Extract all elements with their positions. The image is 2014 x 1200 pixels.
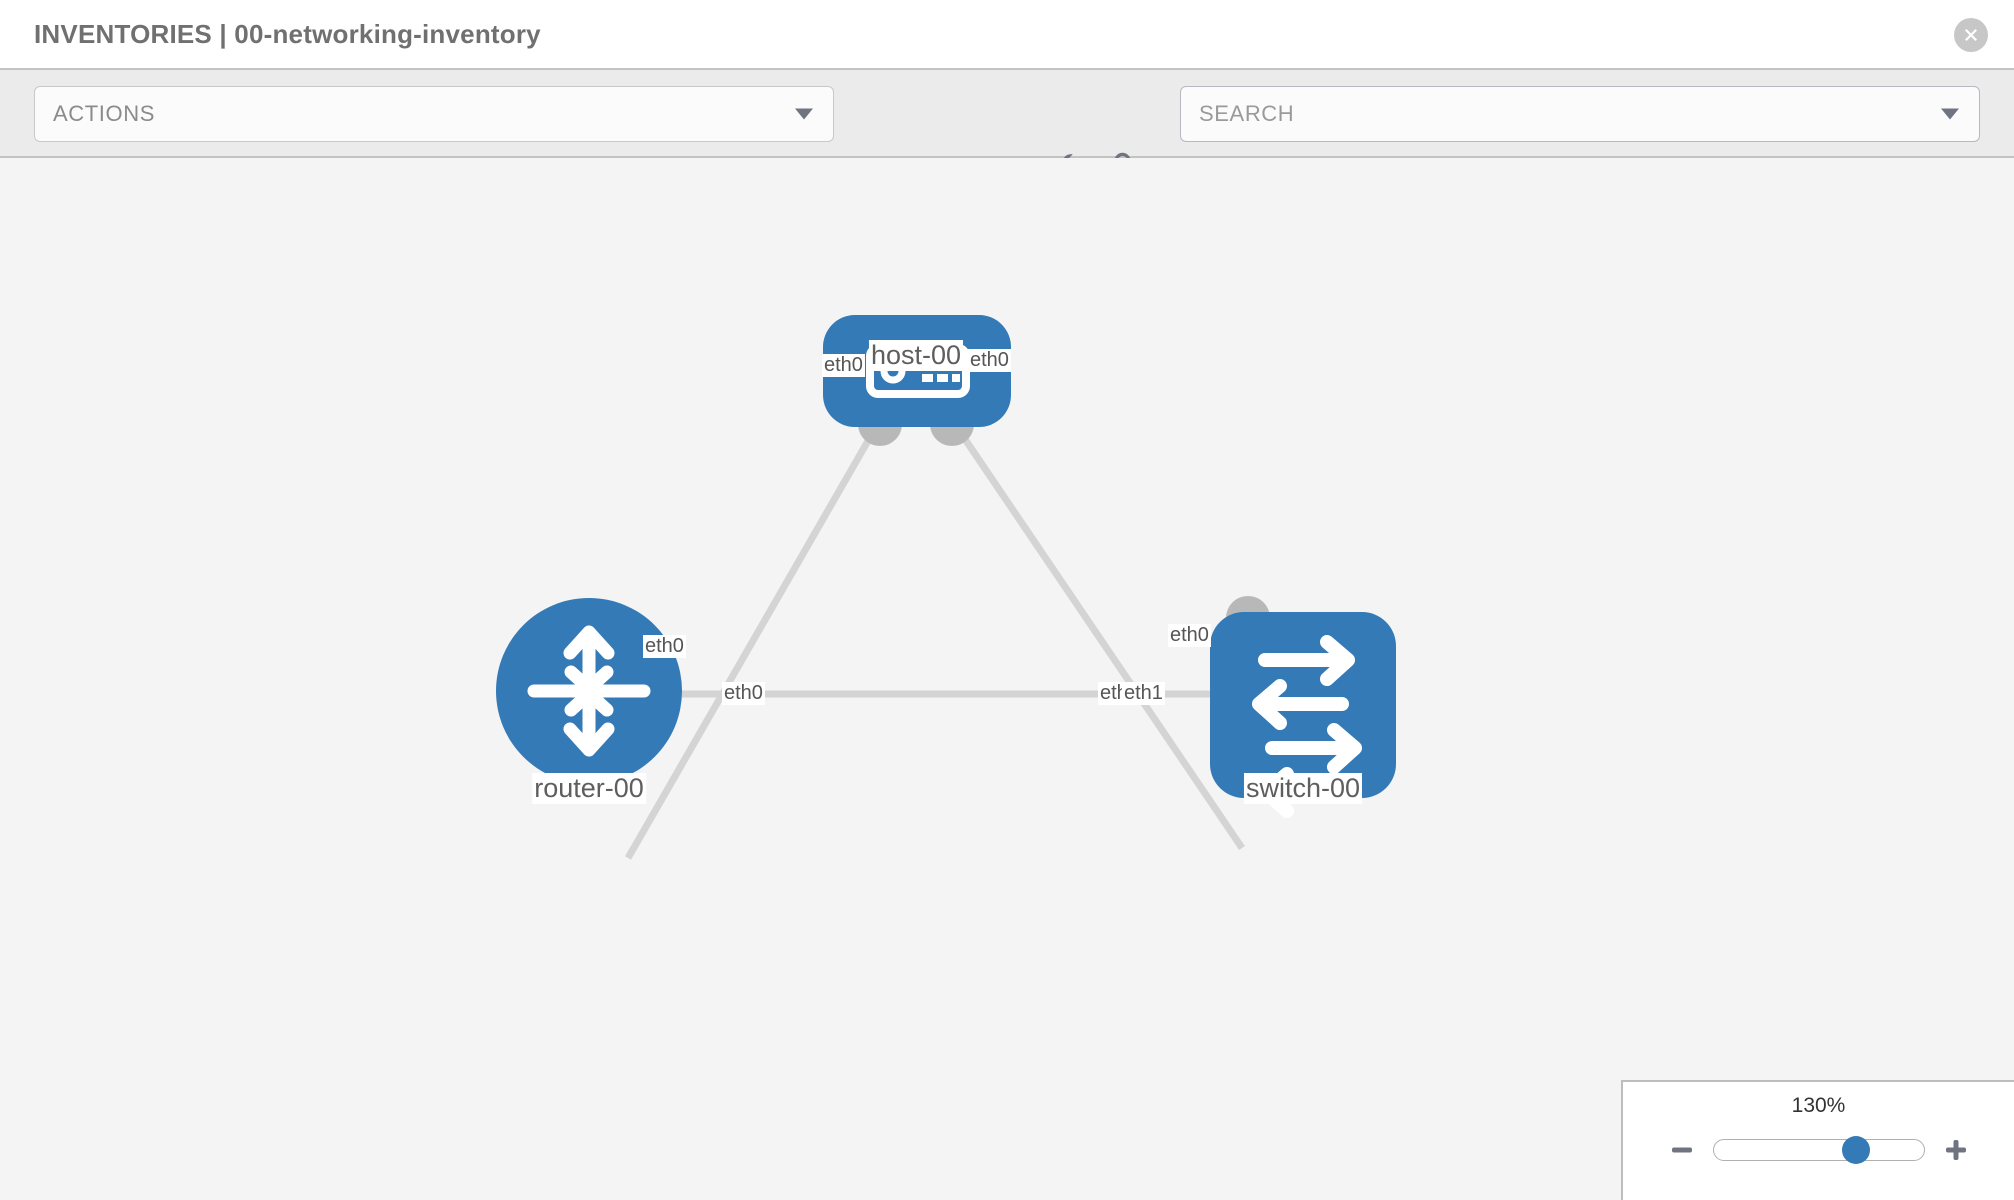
page-title: INVENTORIES | 00-networking-inventory bbox=[34, 18, 541, 49]
iface-label: eth0 bbox=[643, 635, 686, 658]
node-router-00[interactable] bbox=[496, 598, 682, 784]
node-label-router-00: router-00 bbox=[532, 773, 646, 804]
actions-dropdown-label: ACTIONS bbox=[53, 101, 155, 126]
node-label-host-00: host-00 bbox=[868, 340, 964, 371]
link-host-router bbox=[624, 418, 884, 860]
iface-label: eth1 bbox=[1122, 682, 1165, 705]
plus-icon[interactable] bbox=[1941, 1135, 1971, 1165]
iface-label: eth0 bbox=[722, 682, 765, 705]
node-label-switch-00: switch-00 bbox=[1243, 773, 1363, 804]
close-icon[interactable] bbox=[1954, 18, 1988, 52]
zoom-percent-label: 130% bbox=[1791, 1094, 1846, 1117]
search-input[interactable]: SEARCH bbox=[1180, 86, 1980, 142]
iface-label: eth0 bbox=[822, 354, 865, 377]
chevron-down-icon[interactable] bbox=[1941, 108, 1959, 120]
zoom-control-panel: 130% bbox=[1621, 1080, 2014, 1200]
page-header: INVENTORIES | 00-networking-inventory bbox=[0, 0, 2014, 68]
topology-canvas[interactable]: host-00 router-00 switch-00 eth0 eth0 et… bbox=[0, 158, 2014, 1200]
actions-dropdown[interactable]: ACTIONS bbox=[34, 86, 834, 142]
zoom-slider-handle[interactable] bbox=[1841, 1136, 1870, 1164]
interface-endpoints bbox=[612, 402, 1277, 716]
iface-label: eth0 bbox=[1168, 624, 1211, 647]
router-icon bbox=[527, 625, 651, 757]
minus-icon[interactable] bbox=[1667, 1135, 1697, 1165]
iface-label: eth0 bbox=[968, 349, 1011, 372]
topology-graph bbox=[496, 315, 1396, 860]
link-host-switch bbox=[949, 418, 1245, 850]
zoom-slider[interactable] bbox=[1712, 1136, 1925, 1164]
toolbar: ACTIONS SEARCH bbox=[0, 68, 2014, 179]
search-placeholder: SEARCH bbox=[1199, 101, 1295, 126]
chevron-down-icon bbox=[795, 108, 813, 120]
